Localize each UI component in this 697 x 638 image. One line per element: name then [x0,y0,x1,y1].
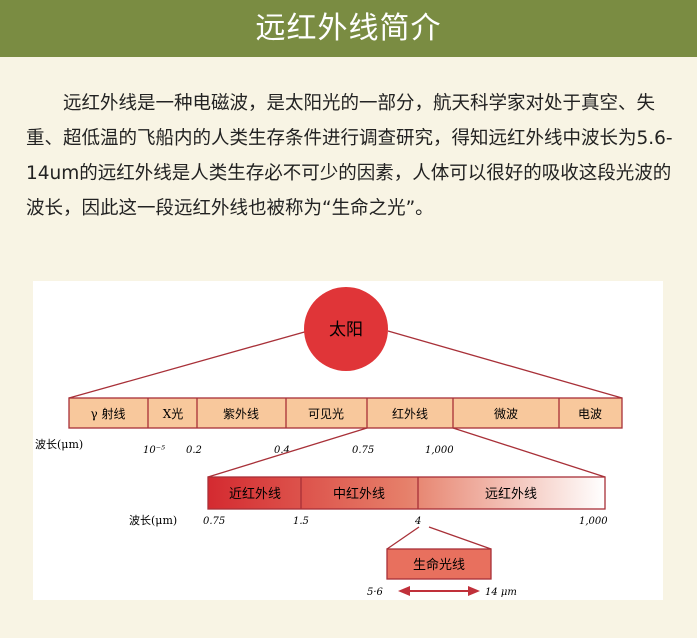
intro-text: 远红外线是一种电磁波，是太阳光的一部分，航天科学家对处于真空、失重、超低温的飞船… [26,93,673,219]
svg-text:1,000: 1,000 [579,516,608,527]
spectrum-diagram: 太阳 γ 射线 X光 紫外线 可见光 红外线 微波 电波 波长(μm) 10⁻⁵… [33,281,663,600]
svg-text:0.2: 0.2 [186,445,202,456]
life-light-label: 生命光线 [413,557,465,573]
svg-text:近红外线: 近红外线 [229,486,281,502]
svg-text:1,000: 1,000 [425,445,454,456]
spectrum-band: γ 射线 X光 紫外线 可见光 红外线 微波 电波 [68,397,623,429]
infrared-band: 近红外线 中红外线 远红外线 [207,476,606,510]
life-light-band [386,548,492,580]
svg-text:可见光: 可见光 [308,407,344,421]
svg-text:1.5: 1.5 [293,516,309,527]
infrared-ticks: 0.75 1.5 4 1,000 [203,516,608,527]
svg-text:0.75: 0.75 [352,445,374,456]
intro-paragraph: 远红外线是一种电磁波，是太阳光的一部分，航天科学家对处于真空、失重、超低温的飞船… [26,86,676,226]
spectrum-ticks: 10⁻⁵ 0.2 0.4 0.75 1,000 [143,445,454,456]
svg-text:4: 4 [414,516,421,527]
sun-icon [304,287,388,371]
svg-text:0.4: 0.4 [274,445,290,456]
svg-text:10⁻⁵: 10⁻⁵ [143,445,165,456]
spectrum-axis-label: 波长(μm) [35,438,83,451]
svg-text:14 μm: 14 μm [485,587,517,598]
svg-text:微波: 微波 [494,407,518,421]
svg-text:远红外线: 远红外线 [485,486,537,502]
svg-text:电波: 电波 [578,407,602,421]
sun-label: 太阳 [329,320,363,340]
svg-text:5·6: 5·6 [367,587,384,598]
page-header: 远红外线简介 [0,0,697,57]
svg-text:紫外线: 紫外线 [223,407,259,421]
svg-text:0.75: 0.75 [203,516,225,527]
svg-text:γ 射线: γ 射线 [91,406,126,421]
svg-text:红外线: 红外线 [392,406,428,421]
svg-text:中红外线: 中红外线 [333,486,385,502]
range-arrow-icon [398,586,480,596]
infrared-axis-label: 波长(μm) [129,514,177,527]
svg-text:X光: X光 [163,407,184,421]
